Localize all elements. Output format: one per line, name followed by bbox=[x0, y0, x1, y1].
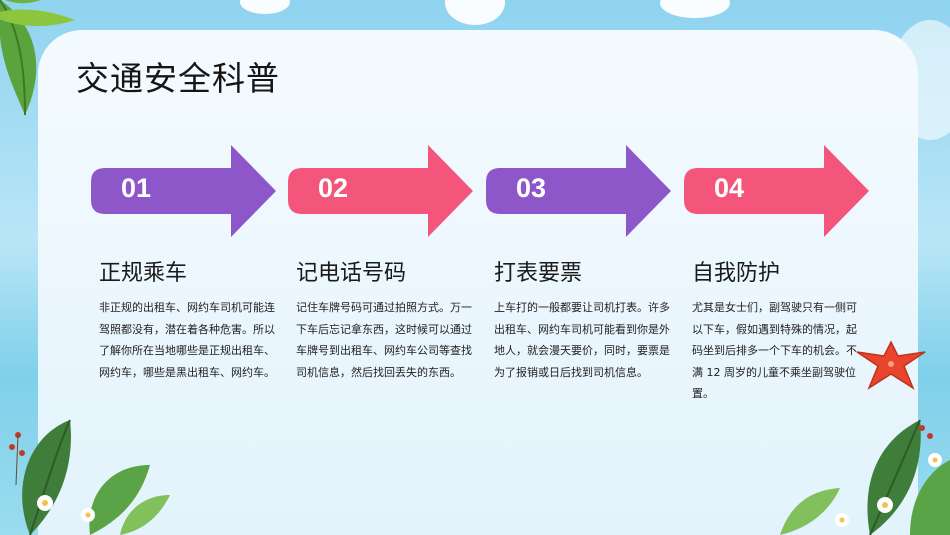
content-panel bbox=[38, 30, 918, 535]
arrow-shape bbox=[486, 145, 671, 237]
step-heading: 正规乘车 bbox=[99, 261, 188, 286]
palm-leaf-decoration bbox=[0, 0, 75, 116]
step-number: 03 bbox=[516, 173, 547, 203]
cloud-decoration bbox=[445, 0, 505, 25]
step-heading: 自我防护 bbox=[692, 261, 781, 286]
plant-decoration-left bbox=[9, 419, 170, 535]
step-number: 01 bbox=[121, 173, 152, 203]
arrow-shape bbox=[684, 145, 869, 237]
step-heading: 记电话号码 bbox=[296, 261, 407, 286]
starfish-decoration bbox=[856, 340, 926, 390]
step-description: 尤其是女士们，副驾驶只有一侧可以下车，假如遇到特殊的情况，起码坐到后排多一个下车… bbox=[692, 301, 857, 400]
arrow-shape bbox=[91, 145, 276, 237]
plant-decoration-right bbox=[780, 419, 950, 535]
cloud-decoration bbox=[660, 0, 730, 18]
step-description: 上车打的一般都要让司机打表。许多出租车、网约车司机可能看到你是外地人，就会漫天要… bbox=[494, 301, 670, 379]
step-number: 04 bbox=[714, 173, 745, 203]
step-number: 02 bbox=[318, 173, 349, 203]
cloud-decoration bbox=[240, 0, 290, 14]
step-description: 非正规的出租车、网约车司机可能连驾照都没有，潜在着各种危害。所以了解你所在当地哪… bbox=[99, 301, 275, 379]
step-description: 记住车牌号码可通过拍照方式。万一下车后忘记拿东西，这时候可以通过车牌号到出租车、… bbox=[296, 301, 472, 379]
step-heading: 打表要票 bbox=[494, 261, 583, 286]
arrow-shape bbox=[288, 145, 473, 237]
page-title: 交通安全科普 bbox=[76, 59, 280, 98]
